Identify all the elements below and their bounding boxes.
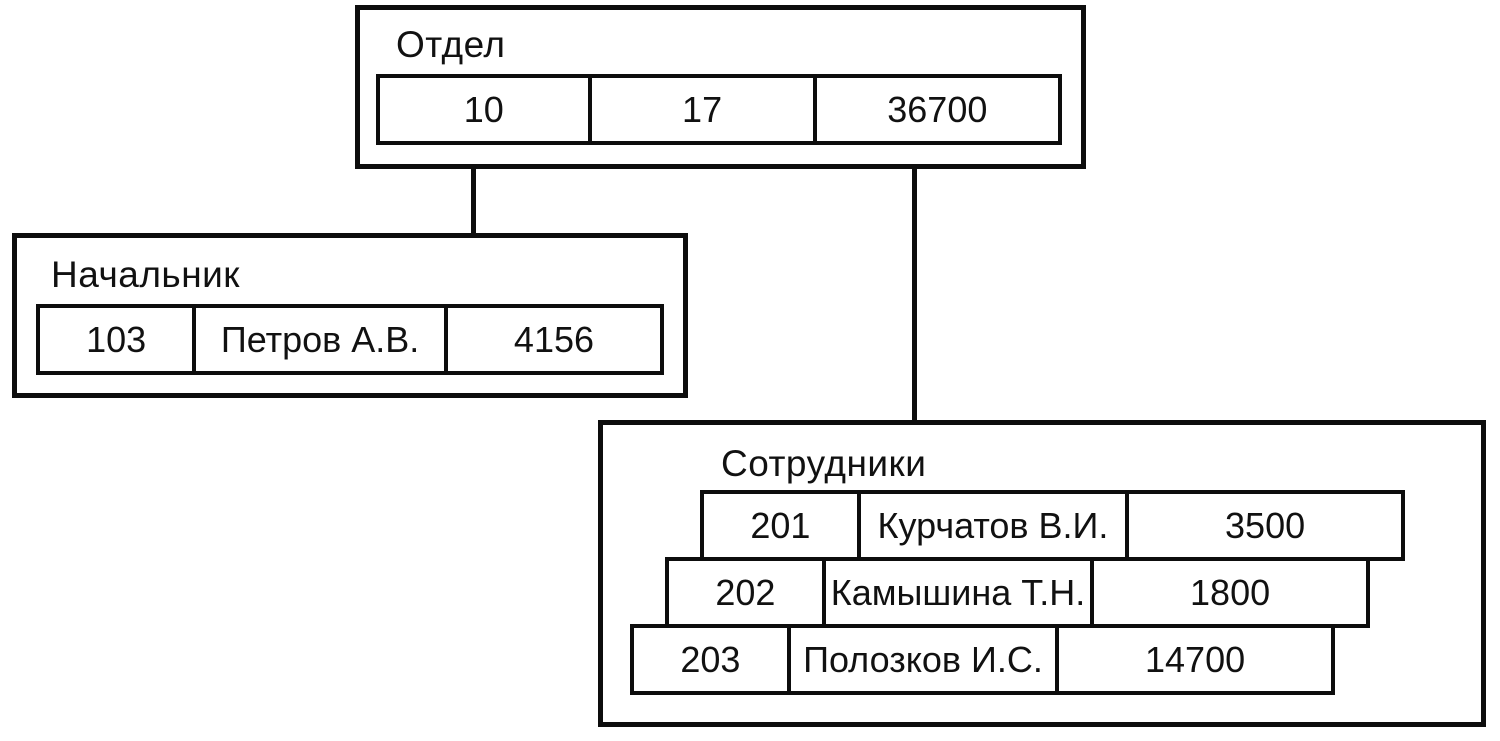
manager-entity-box: Начальник 103 Петров А.В. 4156 [12, 233, 688, 398]
connector-department-to-employees [912, 166, 917, 422]
manager-id-cell: 103 [40, 308, 197, 371]
department-label: Отдел [396, 24, 506, 65]
manager-record: 103 Петров А.В. 4156 [36, 304, 664, 375]
connector-department-to-manager [471, 166, 476, 235]
employee-salary-cell: 3500 [1225, 504, 1306, 546]
manager-name-cell: Петров А.В. [196, 308, 448, 371]
employee-name-cell: Курчатов В.И. [861, 494, 1130, 557]
employees-label: Сотрудники [721, 443, 927, 484]
employee-salary-cell: 1800 [1190, 571, 1271, 613]
employee-name-cell: Полозков И.С. [791, 628, 1060, 691]
department-headcount-cell: 17 [592, 78, 817, 141]
employee-record-row: 203 Полозков И.С. 14700 [630, 624, 1335, 695]
employee-id-cell: 202 [669, 561, 826, 624]
employee-salary-cell: 14700 [1145, 638, 1246, 680]
employee-id-cell: 203 [634, 628, 791, 691]
employee-record-row: 202 Камышина Т.Н. 1800 [665, 557, 1370, 628]
department-entity-box: Отдел 10 17 36700 [355, 5, 1086, 169]
manager-salary-cell: 4156 [513, 318, 595, 360]
manager-label: Начальник [51, 254, 240, 295]
department-record: 10 17 36700 [376, 74, 1062, 145]
employee-name-cell: Камышина Т.Н. [826, 561, 1095, 624]
employee-id-cell: 201 [704, 494, 861, 557]
department-number-cell: 10 [380, 78, 592, 141]
employee-record-row: 201 Курчатов В.И. 3500 [700, 490, 1405, 561]
employees-entity-box: Сотрудники 201 Курчатов В.И. 3500 202 Ка… [598, 420, 1486, 727]
department-budget-cell: 36700 [887, 88, 988, 130]
